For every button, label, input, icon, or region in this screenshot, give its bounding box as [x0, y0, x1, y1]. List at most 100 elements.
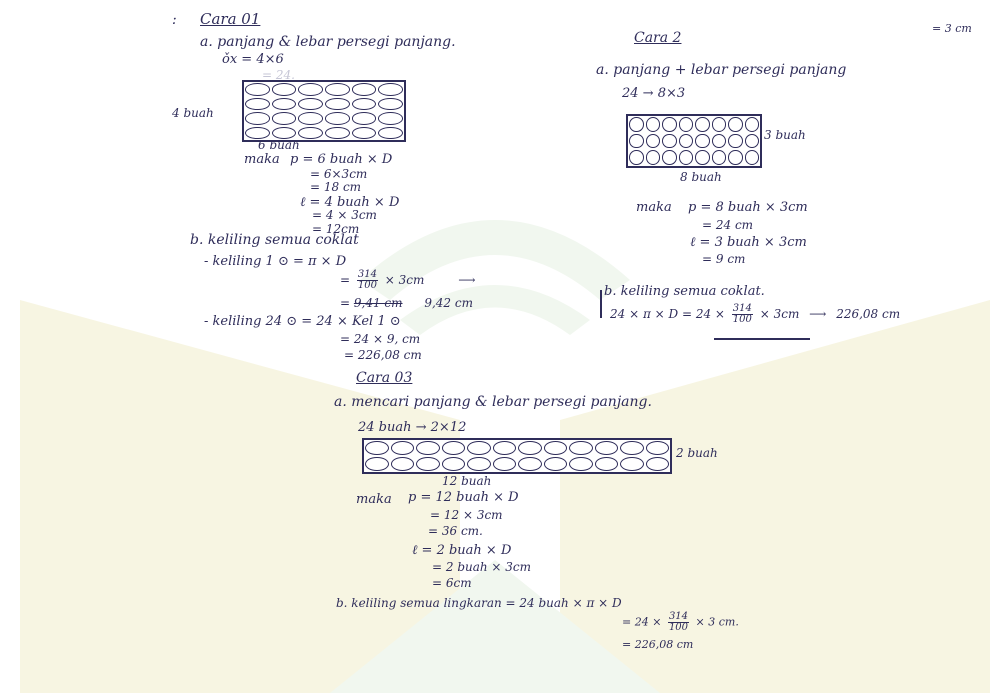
cara2-b-eq-left: 24 × π × D = 24 ×	[610, 307, 725, 321]
cara2-a-label: a. panjang + lebar persegi panjang	[596, 62, 847, 78]
chocolate-circle	[695, 133, 710, 149]
chocolate-circle	[569, 457, 593, 471]
chocolate-circle	[441, 457, 465, 471]
cara1-cols-label: 6 buah	[258, 138, 300, 152]
chocolate-circle	[298, 126, 323, 139]
fraction-den: 100	[732, 314, 752, 325]
chocolate-circle	[378, 97, 403, 110]
cara2-rows-label: 3 buah	[764, 128, 806, 142]
chocolate-circle	[245, 83, 270, 96]
cara2-cols-label: 8 buah	[680, 170, 722, 184]
chocolate-circle	[629, 133, 644, 149]
chocolate-circle	[271, 83, 297, 96]
chocolate-circle	[645, 117, 660, 132]
cara1-rows-label: 4 buah	[172, 106, 214, 120]
cara1-a-eq: ǒx = 4×6	[222, 52, 284, 67]
chocolate-circle	[351, 83, 377, 96]
chocolate-circle	[711, 117, 726, 132]
chocolate-circle	[245, 126, 270, 139]
chocolate-circle	[594, 457, 618, 471]
cara3-a-eq: 24 buah → 2×12	[358, 420, 467, 435]
cara1-kel24-line3: = 226,08 cm	[344, 348, 422, 362]
chocolate-circle	[744, 133, 759, 149]
chocolate-circle	[662, 117, 677, 132]
chocolate-circle	[543, 441, 567, 455]
chocolate-circle	[378, 112, 403, 125]
chocolate-circle	[390, 441, 414, 455]
fraction-num: 314	[667, 611, 690, 623]
cara3-maka: maka	[356, 492, 392, 507]
cara3-l-line1: ℓ = 2 buah × D	[412, 543, 512, 558]
arrow-icon: ⟶	[809, 307, 827, 321]
cara1-kel1-result-line: = 9,41 cm 9,42 cm	[340, 296, 473, 310]
cara1-l-line3: = 12cm	[312, 222, 360, 236]
chocolate-circle	[492, 441, 516, 455]
cara1-kel24-line1: - keliling 24 ⊙ = 24 × Kel 1 ⊙	[204, 314, 401, 329]
chocolate-circle	[711, 150, 726, 165]
cara1-kel1-tail: × 3cm	[384, 273, 425, 287]
cara1-l-line1: ℓ = 4 buah × D	[300, 195, 400, 210]
chocolate-circle	[351, 97, 377, 110]
chocolate-circle	[645, 457, 669, 471]
chocolate-circle	[492, 457, 516, 471]
top-right-note: = 3 cm	[932, 22, 972, 35]
cara1-p-line1: p = 6 buah × D	[290, 152, 393, 167]
chocolate-circle	[695, 150, 710, 165]
chocolate-circle	[416, 441, 440, 455]
cara2-l-line2: = 9 cm	[702, 252, 746, 266]
chocolate-circle	[645, 133, 660, 149]
cara1-a-label: a. panjang & lebar persegi panjang.	[200, 34, 456, 50]
cara3-l-line3: = 6cm	[432, 576, 472, 590]
cara1-colon: :	[172, 12, 177, 28]
chocolate-circle	[594, 441, 618, 455]
chocolate-circle	[629, 150, 644, 165]
cara3-b-line2-tail: × 3 cm.	[695, 615, 739, 629]
cara1-maka: maka	[244, 152, 280, 167]
cara1-p-line2: = 6×3cm	[310, 167, 368, 181]
underline-rule	[714, 338, 810, 340]
chocolate-circle	[711, 133, 726, 149]
cara1-kel1-struck: 9,41 cm	[353, 296, 403, 310]
cara1-l-line2: = 4 × 3cm	[312, 208, 377, 222]
cara2-a-eq: 24 → 8×3	[622, 86, 686, 101]
cara2-p-line2: = 24 cm	[702, 218, 754, 232]
cara1-a-faint: = 24.	[262, 68, 295, 82]
cara2-maka: maka	[636, 200, 672, 215]
fraction-den: 100	[668, 622, 689, 633]
chocolate-circle	[744, 150, 759, 165]
chocolate-circle	[662, 133, 677, 149]
cara3-b-line3: = 226,08 cm	[622, 638, 694, 651]
chocolate-circle	[678, 133, 693, 149]
cara3-p-line3: = 36 cm.	[428, 524, 483, 538]
cara1-title: Cara 01	[200, 10, 261, 28]
chocolate-circle	[298, 97, 323, 110]
chocolate-circle	[728, 117, 743, 132]
chocolate-circle	[325, 83, 350, 96]
cara3-cols-label: 12 buah	[442, 474, 492, 488]
chocolate-grid-4x6	[242, 80, 406, 142]
chocolate-grid-3x8	[626, 114, 762, 168]
chocolate-circle	[728, 150, 743, 165]
cara2-title: Cara 2	[634, 30, 682, 46]
chocolate-circle	[662, 150, 677, 165]
chocolate-circle	[695, 117, 710, 132]
chocolate-circle	[378, 126, 403, 139]
chocolate-circle	[467, 441, 491, 455]
chocolate-circle	[271, 97, 297, 110]
chocolate-circle	[678, 117, 693, 132]
cara2-p-line1: p = 8 buah × 3cm	[688, 200, 808, 215]
chocolate-circle	[325, 126, 350, 139]
cara3-a-label: a. mencari panjang & lebar persegi panja…	[334, 394, 652, 410]
chocolate-circle	[271, 126, 297, 139]
chocolate-circle	[325, 112, 350, 125]
chocolate-circle	[416, 457, 440, 471]
chocolate-circle	[271, 112, 297, 125]
chocolate-circle	[744, 117, 759, 132]
chocolate-circle	[645, 150, 660, 165]
fraction-num: 314	[731, 303, 753, 315]
